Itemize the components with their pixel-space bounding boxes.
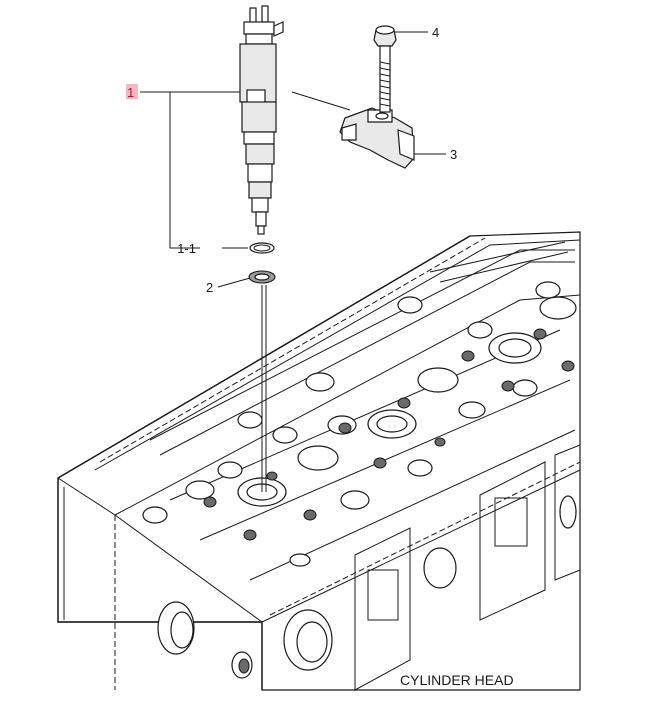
clamp <box>339 107 415 169</box>
cylinder-head <box>57 231 581 691</box>
callout-3: 3 <box>450 147 457 162</box>
side-ports <box>354 444 581 691</box>
valve-bosses <box>142 281 577 567</box>
callout-2: 2 <box>206 280 213 295</box>
callout-highlight <box>126 84 138 99</box>
callout-1-1: 1-1 <box>177 241 196 256</box>
caption-cylinder-head: CYLINDER HEAD <box>400 672 514 688</box>
injector <box>239 5 284 235</box>
head-bolts <box>203 328 575 541</box>
front-ports <box>157 601 333 679</box>
o-ring <box>249 242 275 254</box>
callout-labels: 1 1-1 2 3 4 <box>126 25 457 295</box>
leader-lines <box>140 31 446 288</box>
washer <box>248 270 276 284</box>
callout-4: 4 <box>432 25 439 40</box>
callout-1: 1 <box>127 85 134 100</box>
bolt <box>373 25 397 113</box>
